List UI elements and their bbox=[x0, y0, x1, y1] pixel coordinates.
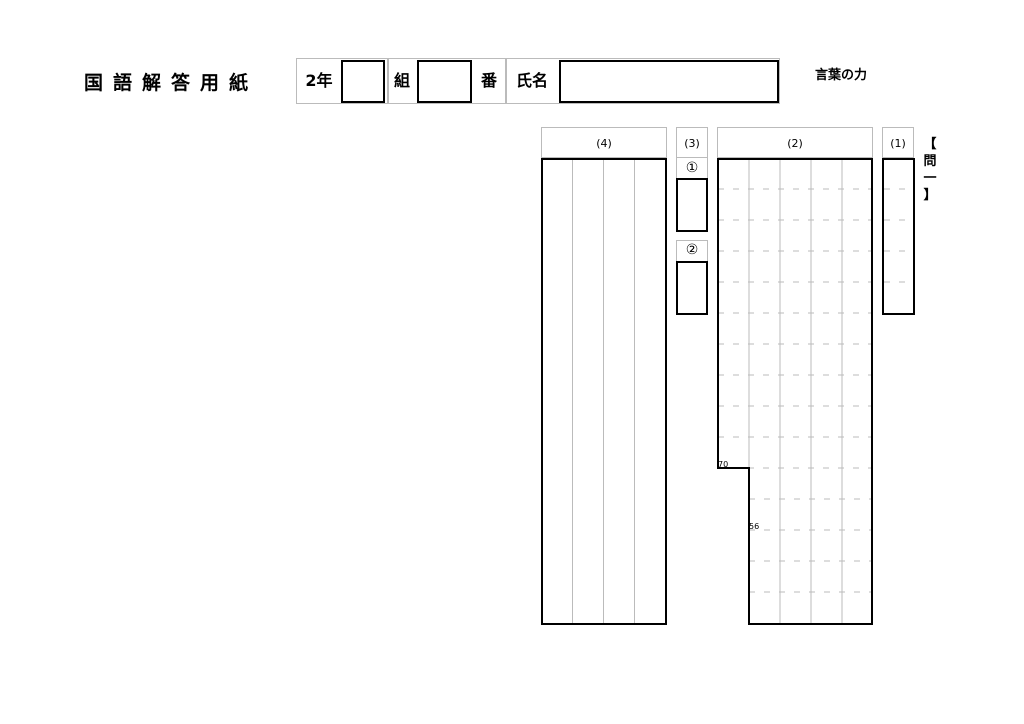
q4-column-line bbox=[634, 160, 635, 623]
guide-line bbox=[707, 240, 708, 262]
name-label: 氏名 bbox=[515, 71, 548, 90]
guide-line bbox=[676, 240, 677, 262]
q2-row-lines bbox=[718, 188, 872, 593]
guide-line bbox=[707, 158, 708, 178]
class-input[interactable] bbox=[417, 60, 472, 103]
class-label: 組 bbox=[393, 71, 410, 90]
grade-input[interactable] bbox=[341, 60, 385, 103]
q4-answer-box[interactable] bbox=[541, 158, 667, 625]
q3-header: (3) bbox=[676, 127, 708, 158]
q4-column-line bbox=[572, 160, 573, 623]
guide-line bbox=[676, 158, 677, 178]
class-cell bbox=[388, 58, 506, 104]
section-char-2: 一 bbox=[923, 171, 937, 186]
q1-header: (1) bbox=[882, 127, 914, 158]
name-input[interactable] bbox=[559, 60, 779, 103]
bracket-close: 】 bbox=[923, 188, 937, 203]
q3-sub1-box[interactable] bbox=[676, 178, 708, 232]
q1-answer-grid[interactable] bbox=[880, 150, 920, 320]
grade-label: 2年 bbox=[305, 71, 333, 90]
guide-line bbox=[676, 240, 708, 241]
bracket-open: 【 bbox=[923, 137, 937, 152]
q1-outline bbox=[882, 158, 915, 315]
name-cell bbox=[506, 58, 780, 104]
sheet-title: 国語解答用紙 bbox=[84, 72, 259, 94]
number-label: 番 bbox=[480, 71, 497, 90]
guide-line bbox=[541, 127, 542, 159]
char-count-56: 56 bbox=[749, 522, 760, 531]
q2-header: (2) bbox=[717, 127, 873, 158]
q1-row-lines bbox=[884, 188, 913, 283]
section-label: 【 問 一 】 bbox=[920, 136, 940, 204]
unit-subtitle: 言葉の力 bbox=[815, 68, 868, 83]
q2-column-lines bbox=[748, 160, 843, 624]
q2-answer-grid[interactable] bbox=[708, 150, 888, 640]
grade-cell bbox=[296, 58, 388, 104]
q3-sub2-label: ② bbox=[685, 242, 699, 258]
q2-outline bbox=[717, 158, 873, 625]
section-char-1: 問 bbox=[923, 154, 937, 169]
q3-sub1-label: ① bbox=[685, 160, 699, 176]
q4-column-line bbox=[603, 160, 604, 623]
q4-header: (4) bbox=[541, 127, 667, 158]
char-count-70: 70 bbox=[718, 460, 729, 469]
q3-sub2-box[interactable] bbox=[676, 261, 708, 315]
